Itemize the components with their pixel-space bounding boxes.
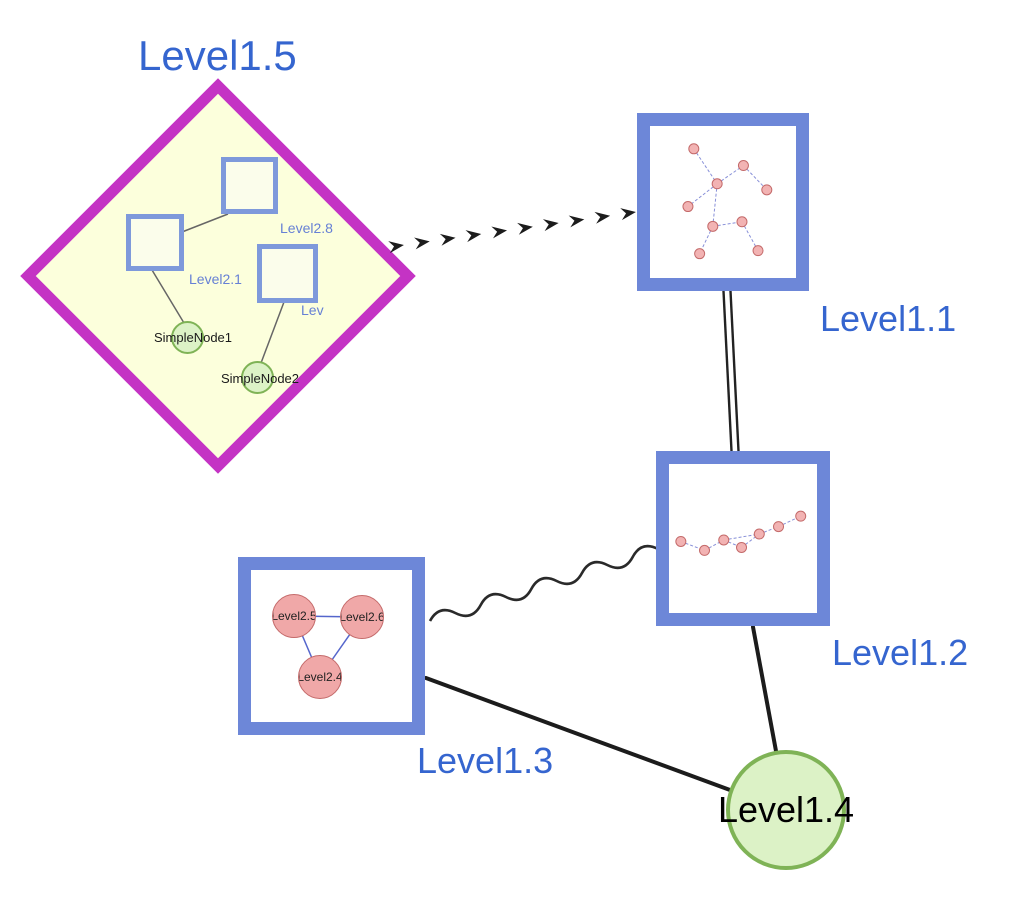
arrow-dash [439, 233, 456, 246]
mini-edge [743, 165, 768, 191]
mini-edge [741, 221, 759, 251]
mini-node [694, 248, 706, 260]
label-level2-4: Level2.4 [298, 670, 342, 684]
mini-edge [741, 533, 760, 548]
mini-node [795, 510, 807, 522]
arrow-dash [414, 237, 430, 250]
edge-level1-2-to-level1-4[interactable] [751, 625, 778, 753]
node-level2-5[interactable]: Level2.5 [272, 594, 316, 638]
edge-level1-5-to-level1-1-dashed-arrow[interactable] [388, 206, 637, 254]
edge-level1-1-to-level1-2-double-line[interactable] [722, 290, 740, 452]
inner-edge [260, 301, 285, 364]
label-level2-6: Level2.6 [340, 610, 384, 624]
label-level1-3: Level1.3 [417, 740, 554, 781]
mini-edge [693, 148, 718, 185]
minigraph-level1-2 [675, 510, 807, 556]
mini-edge [712, 183, 718, 227]
node-level2-6[interactable]: Level2.6 [340, 595, 384, 639]
edge-level1-3-to-level1-2-wavy[interactable] [428, 544, 659, 622]
arrow-dash [620, 208, 636, 221]
mini-node [753, 528, 765, 540]
mini-node [699, 544, 711, 556]
group-node-level1-2[interactable] [656, 451, 830, 626]
mini-node [773, 521, 785, 533]
label-level1-1: Level1.1 [820, 298, 957, 339]
node-simplenode1[interactable] [171, 321, 204, 354]
group-node-level2-8[interactable] [221, 157, 278, 214]
arrow-dash [542, 219, 559, 232]
label-level2-1: Level2.1 [189, 271, 242, 287]
arrow-dash [491, 226, 508, 239]
label-level1-2: Level1.2 [832, 632, 969, 673]
mini-edge [687, 183, 718, 207]
mini-edge [723, 533, 760, 541]
mini-node [761, 184, 773, 196]
minigraph-level1-1 [682, 143, 773, 260]
arrow-dash [594, 211, 611, 224]
label-level1-4: Level1.4 [717, 789, 855, 830]
group-node-level1-1[interactable] [637, 113, 809, 291]
group-node-level1-3[interactable]: Level2.5 Level2.6 Level2.4 [238, 557, 425, 735]
arrow-dash [465, 230, 482, 243]
label-level1-5: Level1.5 [138, 32, 297, 79]
diamond-inner-edges [151, 213, 285, 364]
edge-level1-3-to-level1-4[interactable] [424, 676, 732, 792]
inner-edge [181, 213, 229, 233]
mini-node [682, 201, 694, 213]
inner-edge [151, 269, 185, 324]
node-simplenode2[interactable] [241, 361, 274, 394]
mini-node [752, 245, 764, 257]
mini-node [737, 160, 749, 172]
group-node-lev[interactable] [257, 244, 318, 303]
level1-3-inner-edges [293, 615, 363, 678]
arrow-dash [388, 241, 404, 254]
group-node-level1-5-diamond[interactable] [20, 78, 416, 474]
label-level2-8: Level2.8 [280, 220, 333, 236]
mini-edge [704, 539, 724, 551]
mini-node [718, 534, 730, 546]
mini-node [736, 216, 748, 228]
arrow-dash [517, 222, 533, 235]
group-node-level2-1[interactable] [126, 214, 184, 271]
mini-node [736, 541, 748, 553]
label-simplenode2: SimpleNode2 [220, 371, 300, 386]
mini-node [675, 535, 687, 547]
node-level1-4[interactable]: Level1.4 [718, 750, 854, 870]
node-level2-4[interactable]: Level2.4 [298, 655, 342, 699]
arrow-dash [568, 215, 585, 228]
label-simplenode1: SimpleNode1 [153, 330, 233, 345]
label-lev: Lev [301, 302, 324, 318]
mini-node [711, 178, 723, 190]
label-level2-5: Level2.5 [272, 609, 316, 623]
mini-node [707, 220, 719, 232]
mini-node [688, 143, 700, 155]
